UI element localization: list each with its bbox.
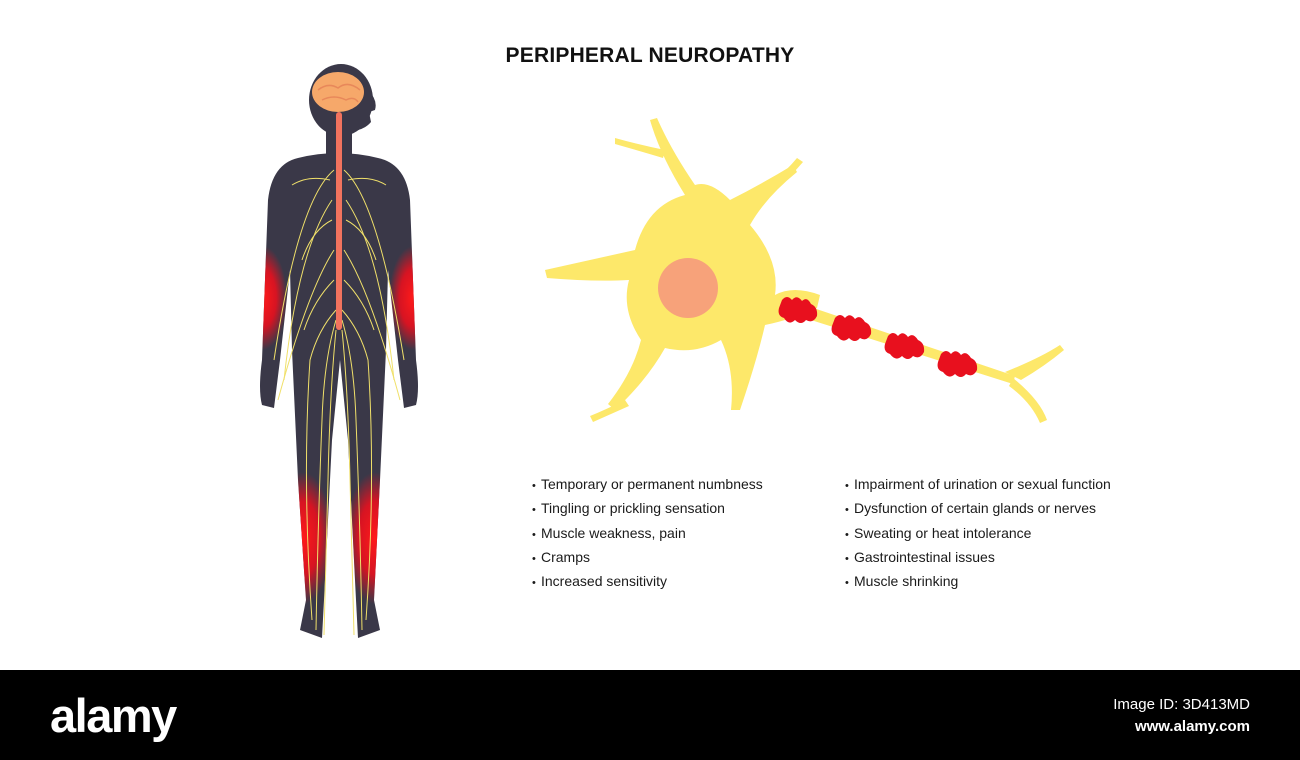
symptom-item: Muscle weakness, pain (532, 521, 763, 545)
axon-terminal (1005, 345, 1064, 423)
symptom-item: Temporary or permanent numbness (532, 472, 763, 496)
symptom-item: Gastrointestinal issues (845, 545, 1111, 569)
image-id-label: Image ID: 3D413MD (1113, 696, 1250, 713)
illustration-canvas: PERIPHERAL NEUROPATHY (0, 0, 1300, 670)
symptom-item: Muscle shrinking (845, 569, 1111, 593)
symptom-list-left: Temporary or permanent numbness Tingling… (532, 472, 763, 593)
symptom-item: Impairment of urination or sexual functi… (845, 472, 1111, 496)
site-url-link[interactable]: www.alamy.com (1134, 718, 1250, 735)
symptom-item: Sweating or heat intolerance (845, 521, 1111, 545)
symptom-item: Increased sensitivity (532, 569, 763, 593)
alamy-logo[interactable]: alamy (50, 689, 177, 742)
spinal-cord (336, 112, 342, 330)
nerve-network (273, 169, 405, 636)
symptom-item: Dysfunction of certain glands or nerves (845, 496, 1111, 520)
symptom-item: Tingling or prickling sensation (532, 496, 763, 520)
symptom-list-right: Impairment of urination or sexual functi… (845, 472, 1111, 593)
brain-icon (312, 72, 364, 112)
symptom-item: Cramps (532, 545, 763, 569)
stock-footer-bar: alamy Image ID: 3D413MD www.alamy.com (0, 670, 1300, 760)
human-body-figure (260, 64, 418, 638)
neuron-diagram (545, 118, 1064, 423)
page-title: PERIPHERAL NEUROPATHY (505, 44, 795, 67)
damaged-myelin-segments (778, 297, 978, 377)
nucleus (658, 258, 718, 318)
